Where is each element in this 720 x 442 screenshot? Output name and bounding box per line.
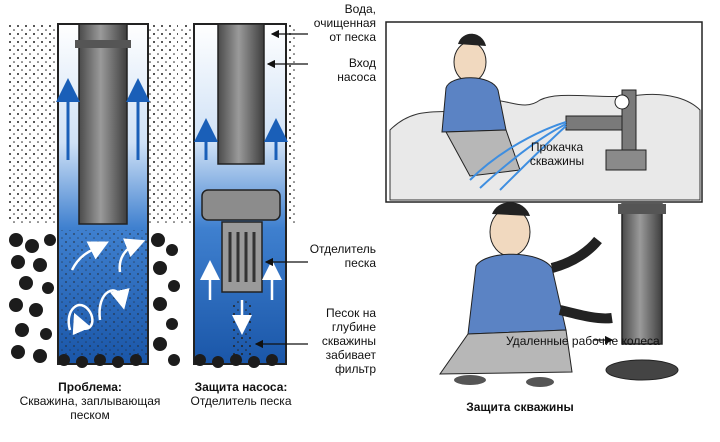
label-line: забивает: [325, 348, 376, 362]
pump-top-ring: [618, 204, 666, 214]
label-line: фильтр: [334, 362, 376, 376]
caption-line: песком: [70, 408, 110, 422]
well-protection-scene: [439, 202, 679, 387]
removed-pump: [621, 203, 663, 345]
label-sand-at-depth: Песок на глубине скважины забивает фильт…: [306, 306, 376, 376]
sand-wall-right: [148, 24, 178, 224]
label-line: Отделитель: [309, 242, 376, 256]
label-line: песка: [344, 256, 376, 270]
sand-wall-left: [8, 24, 58, 224]
label-line: Песок на: [326, 306, 376, 320]
label-clean-water: Вода, очищенная от песка: [306, 2, 376, 44]
gravel-left: [9, 233, 180, 368]
label-line: скважины: [321, 334, 376, 348]
person2-arm-up: [550, 236, 602, 273]
white-flow-arrows: [200, 260, 282, 335]
caption-title: Проблема:: [58, 380, 122, 394]
label-line: Вода,: [344, 2, 376, 16]
label-line: Прокачка: [530, 140, 584, 154]
person2-legs: [439, 329, 573, 375]
person2-arm-down: [558, 305, 613, 324]
pump-body-2: [217, 23, 265, 165]
ground-stones: [454, 375, 554, 387]
person1-hair: [458, 33, 486, 46]
label-line: Вход: [348, 56, 376, 70]
sand-in-water: [58, 230, 148, 355]
label-line: глубине: [331, 320, 376, 334]
label-well-flushing: Прокачка скважины: [512, 140, 602, 168]
label-removed-impellers: Удаленные рабочие колеса: [506, 334, 660, 348]
pump-intake: [201, 189, 281, 221]
gravel-bottom-2: [194, 354, 278, 368]
label-line: насоса: [337, 70, 376, 84]
person1-shirt: [441, 77, 507, 133]
wellhead: [605, 149, 647, 171]
person1-head: [453, 41, 487, 83]
caption-line: Отделитель песка: [190, 394, 292, 408]
caption-pump-protection: Защита насоса: Отделитель песка: [186, 380, 296, 408]
sand-wall-mid-left: [180, 24, 194, 224]
pump-body: [78, 23, 128, 225]
separator-slots: [228, 232, 256, 282]
label-line: очищенная: [313, 16, 376, 30]
sand-separator: [221, 221, 263, 293]
person2-shirt: [467, 253, 567, 335]
caption-line: Скважина, заплывающая: [19, 394, 161, 408]
pressure-gauge: [614, 94, 630, 110]
label-line: от песка: [329, 30, 376, 44]
caption-well-protection: Защита скважины: [466, 400, 574, 414]
problem-well: [8, 23, 180, 368]
caption-problem: Проблема: Скважина, заплывающая песком: [2, 380, 178, 422]
caption-title: Защита насоса:: [194, 380, 288, 394]
sand-wall-mid-right: [286, 24, 296, 224]
person2-hair: [492, 202, 530, 216]
label-line: скважины: [529, 154, 585, 168]
swirl-arrows: [67, 238, 146, 336]
protected-well: [180, 23, 296, 368]
flow-arrows-up-2: [194, 118, 288, 160]
water-spray: [469, 121, 567, 191]
flow-arrows-up: [56, 78, 150, 160]
label-pump-inlet: Вход насоса: [312, 56, 376, 84]
label-sand-separator: Отделитель песка: [306, 242, 376, 270]
pump-ring: [75, 40, 131, 48]
flushing-scene: [385, 21, 703, 203]
well-opening: [605, 359, 679, 381]
